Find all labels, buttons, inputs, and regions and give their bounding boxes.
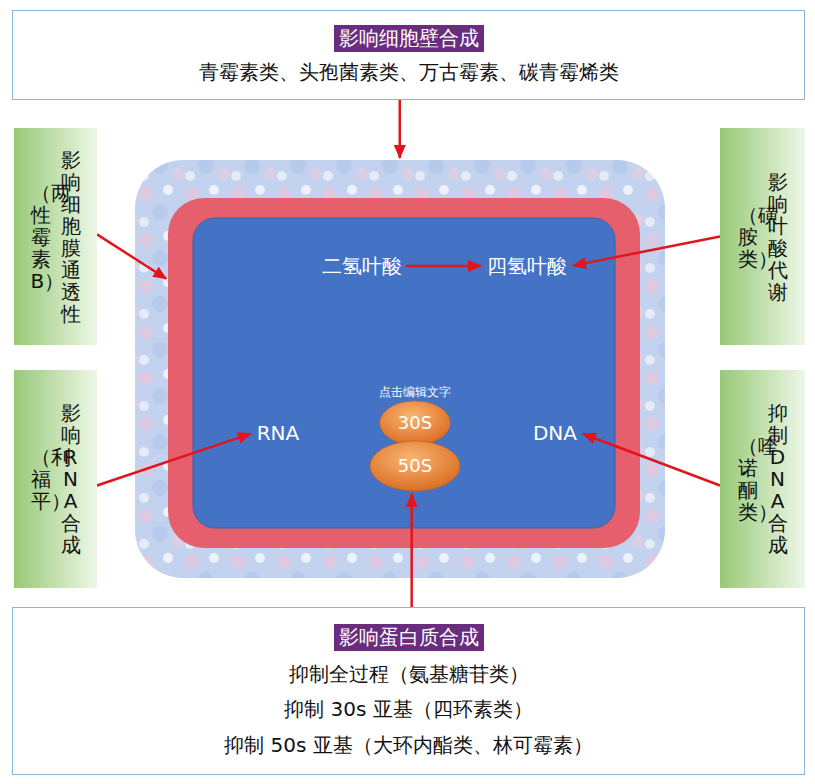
drug-text: （两性霉素 B） xyxy=(31,182,51,292)
mechanism-box: 抑制 DNA 合成 （喹诺酮类） xyxy=(720,370,805,588)
category-heading: 影响 RNA 合成 xyxy=(61,402,81,556)
category-heading: 影响细胞壁合成 xyxy=(334,25,484,52)
target-label: RNA xyxy=(253,419,304,447)
subunit-ellipse xyxy=(370,441,460,491)
target-name: 二氢叶酸 xyxy=(322,254,402,278)
action-arrow xyxy=(583,434,720,486)
action-arrow xyxy=(406,265,481,268)
drug-text: 抑制 50s 亚基（大环内酯类、林可霉素） xyxy=(224,732,593,758)
target-name: DNA xyxy=(533,421,577,445)
ribosome-subunit: 30S xyxy=(379,400,451,446)
subunit-name: 30S xyxy=(398,414,432,432)
drug-text: 抑制全过程（氨基糖苷类） xyxy=(289,661,529,687)
cell-membrane xyxy=(168,198,640,548)
action-arrow xyxy=(97,234,166,278)
target-label: 四氢叶酸 xyxy=(483,252,571,280)
ribosome-subunit: 50S xyxy=(369,440,461,492)
target-name: 四氢叶酸 xyxy=(487,254,567,278)
action-arrow xyxy=(399,100,402,158)
target-label: DNA xyxy=(529,419,581,447)
drug-text: （磺胺类） xyxy=(738,204,758,270)
drug-text: （喹诺酮类） xyxy=(738,435,758,523)
bacterial-cell: 二氢叶酸 四氢叶酸 RNA 30S 50S DNA xyxy=(135,160,665,578)
cell-wall xyxy=(135,160,665,578)
cell-membrane: 二氢叶酸 四氢叶酸 RNA 30S 50S DNA xyxy=(168,198,640,548)
mechanism-box: 影响 RNA 合成 （利福平） xyxy=(14,370,97,588)
drug-text: 抑制 30s 亚基（四环素类） xyxy=(284,696,533,722)
mechanism-box: 影响细胞壁合成青霉素类、头孢菌素类、万古霉素、碳青霉烯类 xyxy=(12,10,805,100)
action-arrow xyxy=(573,237,720,266)
mechanism-box: 影响蛋白质合成抑制全过程（氨基糖苷类） 抑制 30s 亚基（四环素类） 抑制 50s… xyxy=(12,607,805,775)
subunit-name: 50S xyxy=(398,457,432,475)
mechanism-box: 影响细胞膜通透性 （两性霉素 B） xyxy=(14,128,97,345)
subunit-ellipse xyxy=(380,401,451,445)
action-arrow xyxy=(410,494,413,607)
cytoplasm xyxy=(193,218,615,528)
target-name: RNA xyxy=(257,421,300,445)
mechanism-box: 影响叶酸代谢 （磺胺类） xyxy=(720,128,805,345)
target-label: 二氢叶酸 xyxy=(318,252,406,280)
category-heading: 抑制 DNA 合成 xyxy=(768,402,788,556)
drug-text: （利福平） xyxy=(31,446,51,512)
placeholder-note: 点击编辑文字 xyxy=(379,384,451,401)
action-arrow xyxy=(97,434,251,486)
category-heading: 影响蛋白质合成 xyxy=(334,624,484,651)
category-heading: 影响细胞膜通透性 xyxy=(61,149,81,325)
category-heading: 影响叶酸代谢 xyxy=(768,171,788,303)
drug-text: 青霉素类、头孢菌素类、万古霉素、碳青霉烯类 xyxy=(199,59,619,85)
